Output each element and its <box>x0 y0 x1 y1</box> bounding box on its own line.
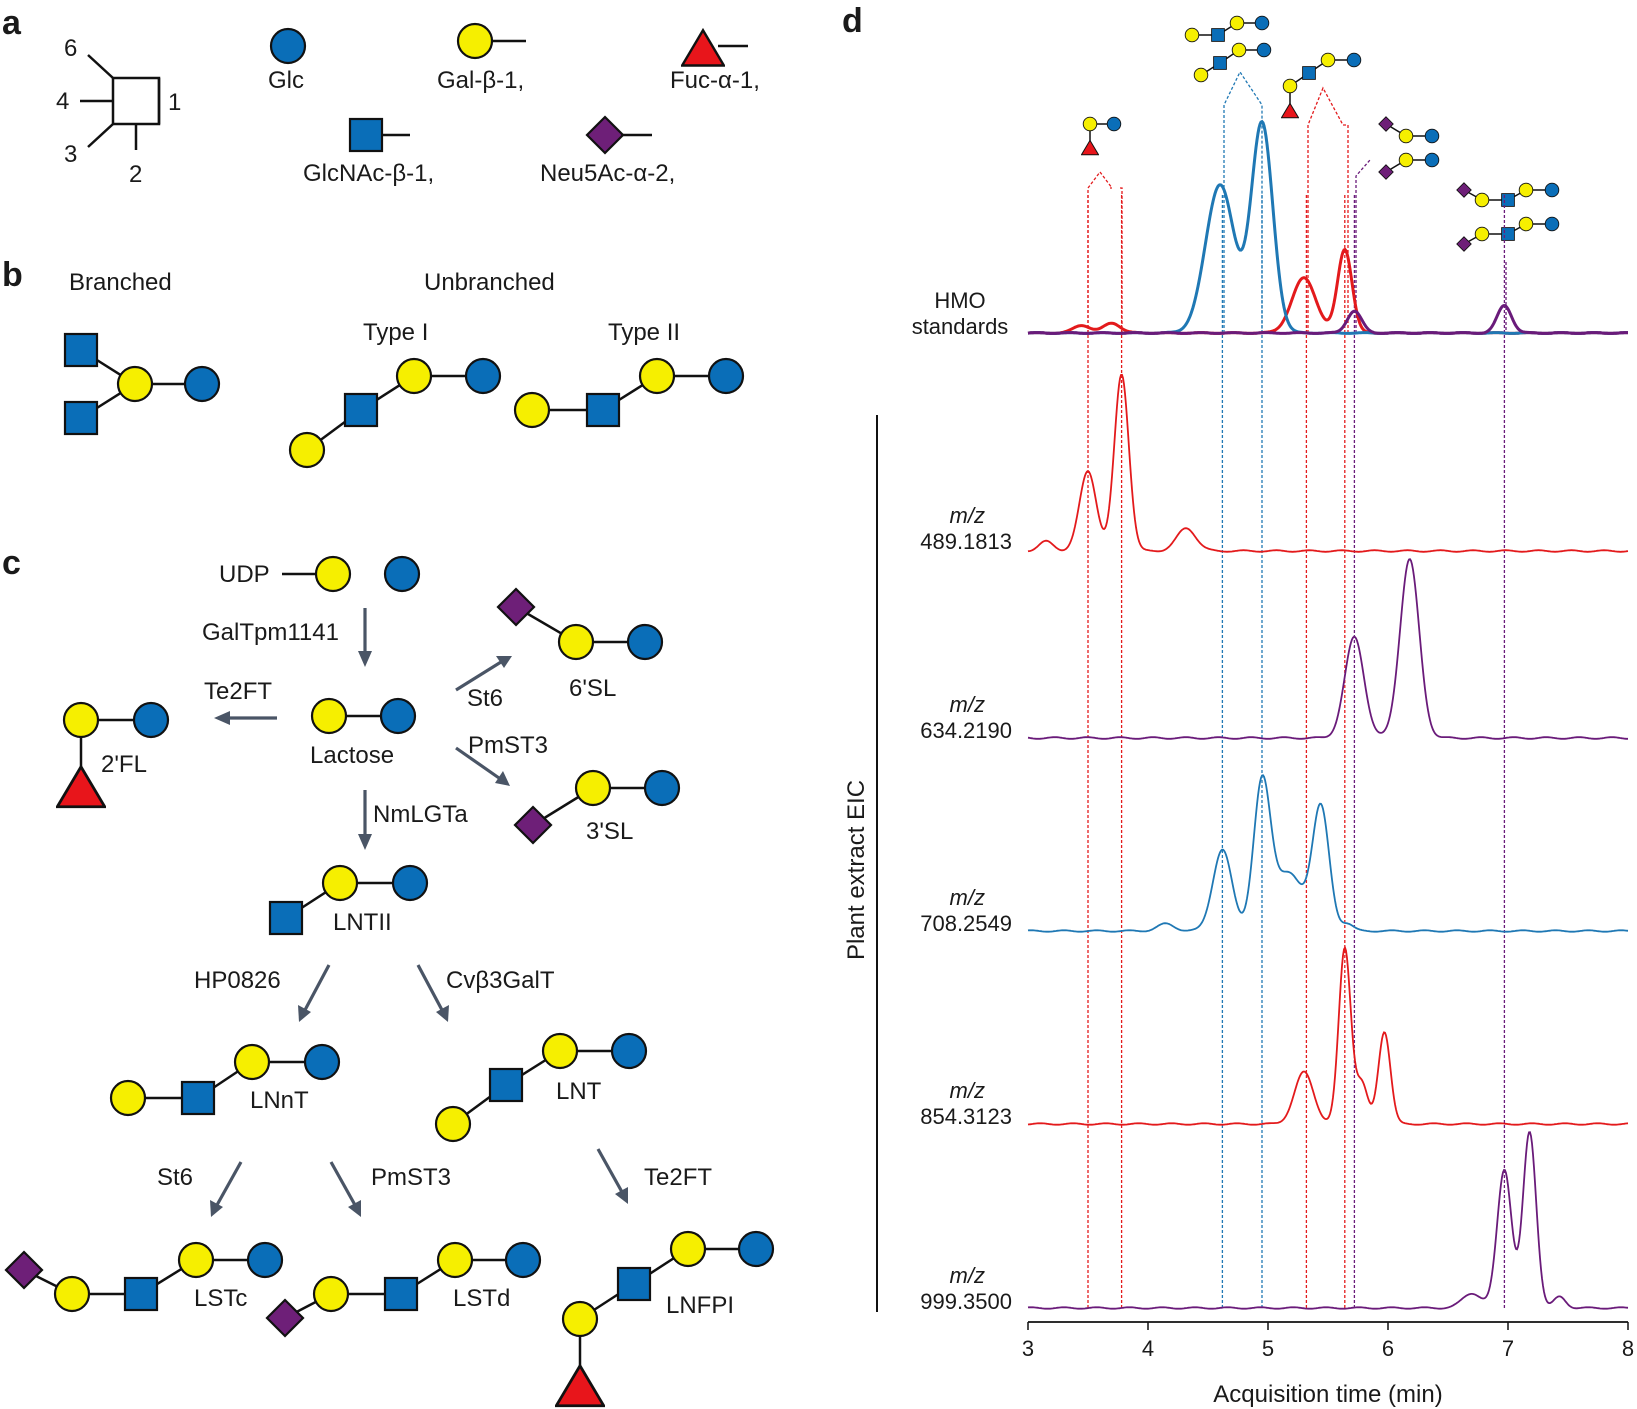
ring-diagram: 6 4 3 2 1 <box>56 35 181 188</box>
legend-glcnac: GlcNAc-β-1, <box>303 160 434 187</box>
neu5ac-purple-diamond-icon <box>585 115 625 155</box>
standard-trace-purple <box>1027 303 1628 335</box>
product-6sl: 6'SL <box>569 675 616 702</box>
x-tick-label-7: 7 <box>1502 1336 1514 1361</box>
x-tick-label-5: 5 <box>1262 1336 1274 1361</box>
standard-trace-blue <box>1027 119 1628 335</box>
type-ii-glycan <box>513 357 745 429</box>
mz-value-1: 489.1813 <box>920 529 1012 554</box>
pathway-arrows <box>210 608 628 1217</box>
mz-prefix-3: m/z <box>950 885 985 910</box>
mz-value-2: 634.2190 <box>920 718 1012 743</box>
product-lstc: LSTc <box>194 1285 247 1312</box>
lnt-structure: LNT <box>434 1032 648 1143</box>
x-tick-label-3: 3 <box>1022 1336 1034 1361</box>
eic-trace-5 <box>1027 1131 1629 1310</box>
branched-heading: Branched <box>69 269 172 296</box>
enzyme-hp0826: HP0826 <box>194 967 281 994</box>
product-lnt: LNT <box>556 1078 602 1105</box>
sl6-structure: 6'SL <box>496 587 664 702</box>
mz-prefix-5: m/z <box>950 1263 985 1288</box>
product-2fl: 2'FL <box>101 751 147 778</box>
x-tick-label-4: 4 <box>1142 1336 1154 1361</box>
mz-labels: m/z 489.1813 m/z 634.2190 m/z 708.2549 m… <box>920 503 1012 1314</box>
x-axis: 3 4 5 6 7 8 Acquisition time (min) <box>1022 1321 1634 1408</box>
lnfpi-structure: LNFPI <box>555 1230 775 1408</box>
glc-blue-circle-icon <box>269 27 307 65</box>
mz-value-3: 708.2549 <box>920 911 1012 936</box>
eic-trace-1 <box>1027 373 1629 553</box>
lntii-structure: LNTII <box>268 864 429 936</box>
type-ii-heading: Type II <box>608 319 680 346</box>
enzyme-pmst3-1: PmST3 <box>468 732 548 759</box>
hmo-standards-label-2: standards <box>912 314 1009 339</box>
ring-position-6: 6 <box>64 35 77 62</box>
gal-yellow-circle-icon <box>456 22 494 60</box>
enzyme-nmlgta: NmLGTa <box>373 801 468 828</box>
lactose-structure: Lactose <box>310 697 417 769</box>
enzyme-te2ft-2: Te2FT <box>644 1164 712 1191</box>
ring-position-1: 1 <box>168 89 181 116</box>
branched-glycan <box>63 332 221 436</box>
fuc-red-triangle-icon <box>681 29 725 67</box>
standard-trace-red <box>1027 247 1628 335</box>
legend-gal: Gal-β-1, <box>437 67 524 94</box>
product-lactose: Lactose <box>310 742 394 769</box>
glcnac-blue-square-icon <box>348 117 384 153</box>
product-lntii: LNTII <box>333 909 392 936</box>
product-lstd: LSTd <box>453 1285 510 1312</box>
type-i-heading: Type I <box>363 319 428 346</box>
panel-c-label: c <box>2 544 21 582</box>
legend-neu5ac: Neu5Ac-α-2, <box>540 160 675 187</box>
lnnt-structure: LNnT <box>109 1043 341 1117</box>
eic-trace-3 <box>1027 774 1629 933</box>
udp-glc-substrates: UDP <box>219 555 421 593</box>
enzyme-pmst3-2: PmST3 <box>371 1164 451 1191</box>
type-i-glycan <box>288 357 502 469</box>
enzyme-cvb3galt: Cvβ3GalT <box>446 967 555 994</box>
panel-d-label: d <box>842 2 863 40</box>
lstc-structure: LSTc <box>4 1241 284 1313</box>
legend-fuc: Fuc-α-1, <box>670 67 760 94</box>
retention-guide-lines <box>1087 195 1506 1310</box>
product-lnfpi: LNFPI <box>666 1292 734 1319</box>
product-lnnt: LNnT <box>250 1087 309 1114</box>
standard-brackets <box>1087 70 1507 333</box>
udp-label: UDP <box>219 561 270 588</box>
mz-prefix-2: m/z <box>950 692 985 717</box>
y-axis-label: Plant extract EIC <box>843 780 870 960</box>
fl2-structure: 2'FL <box>56 701 170 809</box>
product-3sl: 3'SL <box>586 818 633 845</box>
ring-position-2: 2 <box>129 161 142 188</box>
ring-position-3: 3 <box>64 141 77 168</box>
x-tick-label-6: 6 <box>1382 1336 1394 1361</box>
unbranched-heading: Unbranched <box>424 269 555 296</box>
x-tick-label-8: 8 <box>1622 1336 1634 1361</box>
panel-a-label: a <box>2 4 22 42</box>
enzyme-st6-1: St6 <box>467 685 503 712</box>
enzyme-st6-2: St6 <box>157 1164 193 1191</box>
mz-value-4: 854.3123 <box>920 1104 1012 1129</box>
x-axis-label: Acquisition time (min) <box>1213 1381 1442 1408</box>
sl3-structure: 3'SL <box>513 769 681 845</box>
chromatogram-traces <box>1027 119 1629 1310</box>
standards-glycan-icons <box>1081 15 1560 252</box>
mz-prefix-1: m/z <box>950 503 985 528</box>
enzyme-te2ft-1: Te2FT <box>204 678 272 705</box>
mz-prefix-4: m/z <box>950 1078 985 1103</box>
panel-b-label: b <box>2 256 23 294</box>
ring-position-4: 4 <box>56 88 69 115</box>
symbol-legend: Glc Gal-β-1, Fuc-α-1, GlcNAc-β-1, Neu5Ac… <box>268 22 760 187</box>
eic-trace-2 <box>1027 558 1628 740</box>
eic-trace-4 <box>1027 945 1629 1126</box>
hmo-standards-label-1: HMO <box>934 288 985 313</box>
lstd-structure: LSTd <box>265 1241 542 1338</box>
enzyme-galtpm1141: GalTpm1141 <box>202 619 339 646</box>
mz-value-5: 999.3500 <box>920 1289 1012 1314</box>
legend-glc: Glc <box>268 67 304 94</box>
